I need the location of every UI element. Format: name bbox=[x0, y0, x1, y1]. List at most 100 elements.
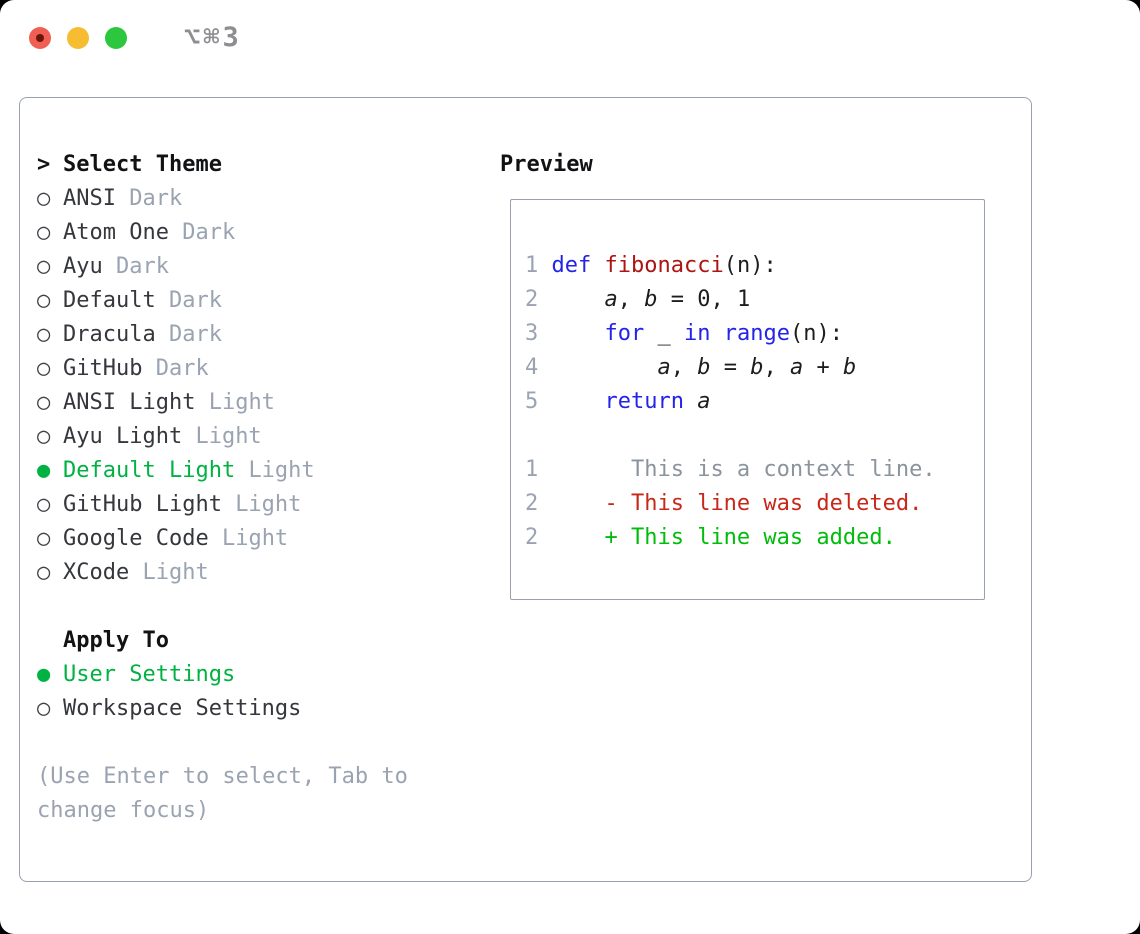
theme-variant: Dark bbox=[115, 254, 169, 279]
line-number: 4 bbox=[525, 355, 552, 380]
token-keyword: in bbox=[683, 321, 711, 346]
radio-icon: ○ bbox=[37, 560, 51, 585]
close-button[interactable] bbox=[29, 27, 51, 49]
token-variable: b bbox=[644, 287, 658, 312]
theme-option-google-code[interactable]: ○Google Code Light bbox=[37, 522, 408, 556]
titlebar bbox=[29, 27, 127, 49]
line-number: 1 bbox=[525, 253, 552, 278]
theme-name: GitHub Light bbox=[63, 492, 236, 517]
line-number: 3 bbox=[525, 321, 552, 346]
theme-option-ayu-light[interactable]: ○ Ayu Light Light bbox=[37, 420, 408, 454]
theme-option-ansi-light[interactable]: ○ ANSI Light Light bbox=[37, 386, 408, 420]
token-text bbox=[552, 287, 605, 312]
theme-option-github-light[interactable]: ○GitHub Light Light bbox=[37, 488, 408, 522]
zoom-button[interactable] bbox=[105, 27, 127, 49]
token-keyword: return bbox=[604, 389, 684, 414]
line-number: 2 bbox=[525, 491, 552, 516]
line-number: 2 bbox=[525, 525, 552, 550]
token-text bbox=[552, 389, 605, 414]
unsaved-dot-icon bbox=[36, 34, 44, 42]
theme-variant: Light bbox=[235, 492, 302, 517]
theme-variant: Light bbox=[195, 424, 262, 449]
blank-line bbox=[525, 419, 984, 453]
spacer bbox=[37, 590, 408, 624]
code-line-4: 4 a, b = b, a + b bbox=[525, 351, 984, 385]
radio-icon: ○ bbox=[37, 288, 51, 313]
token-variable: b bbox=[842, 355, 857, 380]
diff-text-added: + This line was added. bbox=[551, 525, 896, 550]
token-keyword: def bbox=[551, 253, 592, 278]
token-keyword: range bbox=[723, 321, 790, 346]
token-text: , bbox=[670, 355, 698, 380]
token-variable: a bbox=[604, 287, 618, 312]
token-text bbox=[591, 253, 604, 278]
left-column: >Select Theme ○ANSI Dark○Atom One Dark○A… bbox=[37, 148, 408, 828]
token-variable: a bbox=[789, 355, 804, 380]
token-variable: a bbox=[697, 389, 711, 414]
theme-list: ○ANSI Dark○Atom One Dark○Ayu Dark○Defaul… bbox=[37, 182, 408, 590]
theme-variant: Dark bbox=[168, 322, 222, 347]
theme-option-default[interactable]: ○Default Dark bbox=[37, 284, 408, 318]
token-text: , bbox=[617, 287, 645, 312]
theme-name: Ayu bbox=[63, 254, 116, 279]
diff-line-context: 1 This is a context line. bbox=[525, 453, 984, 487]
theme-option-ansi[interactable]: ○ANSI Dark bbox=[37, 182, 408, 216]
main-panel: >Select Theme ○ANSI Dark○Atom One Dark○A… bbox=[19, 97, 1032, 882]
radio-icon: ○ bbox=[37, 322, 51, 347]
radio-selected-icon: ● bbox=[37, 458, 51, 483]
line-number: 2 bbox=[525, 287, 552, 312]
radio-icon: ○ bbox=[37, 696, 51, 721]
token-variable: b bbox=[697, 355, 711, 380]
radio-icon: ○ bbox=[37, 424, 51, 449]
token-text: (n): bbox=[723, 253, 777, 278]
theme-name: Dracula bbox=[63, 322, 169, 347]
apply-to-title: Apply To bbox=[63, 628, 169, 653]
theme-variant: Dark bbox=[129, 186, 183, 211]
theme-option-ayu[interactable]: ○Ayu Dark bbox=[37, 250, 408, 284]
line-number: 1 bbox=[525, 457, 552, 482]
token-text bbox=[552, 355, 658, 380]
radio-icon: ○ bbox=[37, 390, 51, 415]
theme-option-github[interactable]: ○ GitHub Dark bbox=[37, 352, 408, 386]
code-line-2: 2 a, b = 0, 1 bbox=[525, 283, 984, 317]
theme-list-header: >Select Theme bbox=[37, 148, 408, 182]
apply-option-label: User Settings bbox=[63, 662, 236, 687]
theme-name: XCode bbox=[63, 560, 143, 585]
spacer bbox=[37, 726, 408, 760]
token-text: + bbox=[803, 355, 843, 380]
apply-option-workspace-settings[interactable]: ○Workspace Settings bbox=[37, 692, 408, 726]
window-shortcut-label: ⌥⌘3 bbox=[184, 22, 242, 53]
token-function: fibonacci bbox=[604, 253, 724, 278]
theme-name: ANSI bbox=[63, 186, 130, 211]
theme-variant: Dark bbox=[155, 356, 209, 381]
theme-name: Atom One bbox=[63, 220, 183, 245]
radio-icon: ○ bbox=[37, 356, 51, 381]
theme-option-dracula[interactable]: ○ Dracula Dark bbox=[37, 318, 408, 352]
diff-text-context: This is a context line. bbox=[551, 457, 936, 482]
token-text: _ bbox=[644, 321, 684, 346]
theme-variant: Light bbox=[208, 390, 275, 415]
token-variable: a bbox=[657, 355, 671, 380]
token-text: (n): bbox=[789, 321, 843, 346]
theme-name: Ayu Light bbox=[63, 424, 196, 449]
radio-icon: ○ bbox=[37, 220, 51, 245]
theme-name: GitHub bbox=[63, 356, 156, 381]
code-line-1: 1 def fibonacci(n): bbox=[525, 249, 984, 283]
apply-option-user-settings[interactable]: ●User Settings bbox=[37, 658, 408, 692]
theme-name: ANSI Light bbox=[63, 390, 209, 415]
diff-line-added: 2 + This line was added. bbox=[525, 521, 984, 555]
token-keyword: for bbox=[604, 321, 645, 346]
theme-option-xcode[interactable]: ○XCode Light bbox=[37, 556, 408, 590]
hint-line-1: (Use Enter to select, Tab to bbox=[37, 764, 408, 789]
apply-to-header: Apply To bbox=[37, 624, 408, 658]
minimize-button[interactable] bbox=[67, 27, 89, 49]
code-line-5: 5 return a bbox=[525, 385, 984, 419]
theme-option-default-light[interactable]: ●Default Light Light bbox=[37, 454, 408, 488]
theme-option-atom-one[interactable]: ○Atom One Dark bbox=[37, 216, 408, 250]
token-text bbox=[684, 389, 697, 414]
token-text: = bbox=[710, 355, 751, 380]
preview-header: Preview bbox=[500, 152, 593, 177]
token-variable: b bbox=[750, 355, 764, 380]
radio-icon: ○ bbox=[37, 526, 51, 551]
